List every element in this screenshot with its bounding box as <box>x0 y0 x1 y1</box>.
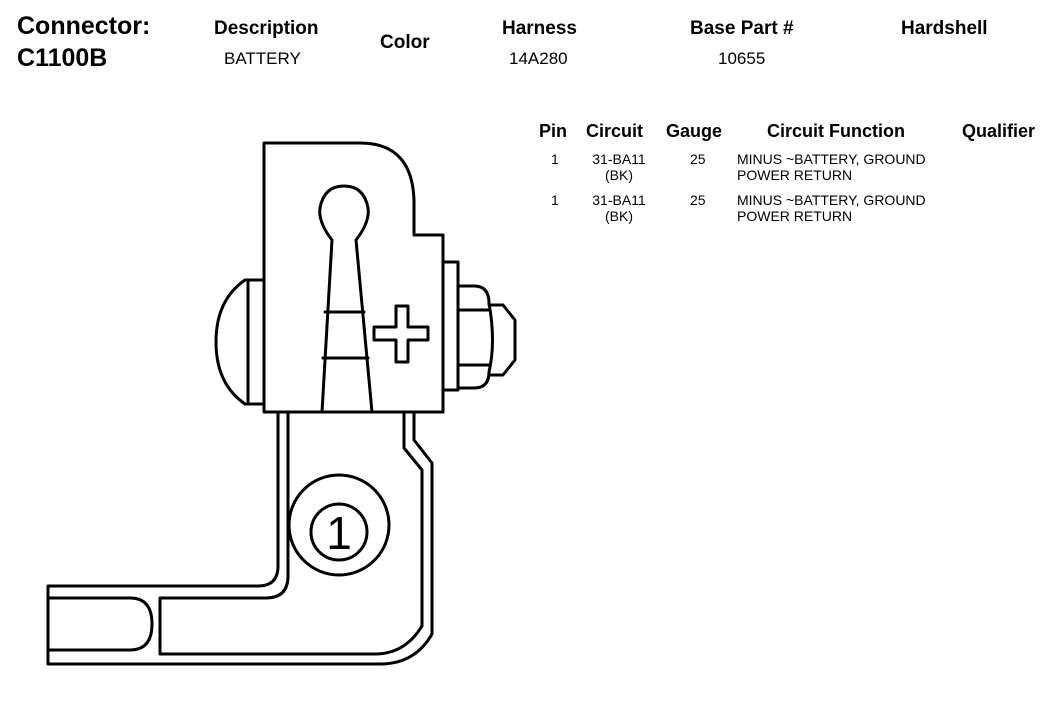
color-header: Color <box>380 32 430 53</box>
gauge-cell: 25 <box>690 151 706 167</box>
hardshell-header: Hardshell <box>901 18 988 39</box>
harness-header: Harness <box>502 18 577 39</box>
connector-label: Connector: <box>17 12 151 40</box>
circuit-line: 31-BA11 <box>592 192 646 208</box>
circuit-cell: 31-BA11 (BK) <box>584 151 654 183</box>
circuit-color-line: (BK) <box>605 208 633 224</box>
pin-cell: 1 <box>551 192 559 208</box>
circuit-color-line: (BK) <box>605 167 633 183</box>
function-line: MINUS ~BATTERY, GROUND <box>737 192 926 208</box>
gauge-cell: 25 <box>690 192 706 208</box>
pin-number-label: 1 <box>326 507 352 559</box>
function-line: MINUS ~BATTERY, GROUND <box>737 151 926 167</box>
clamp-head <box>214 141 445 414</box>
connector-id: C1100B <box>17 44 108 72</box>
description-value: BATTERY <box>224 49 301 68</box>
function-column-header: Circuit Function <box>767 121 905 141</box>
function-line: POWER RETURN <box>737 208 853 224</box>
plus-icon <box>372 304 430 364</box>
nut-bolt <box>441 260 517 392</box>
pin-cell: 1 <box>551 151 559 167</box>
harness-value: 14A280 <box>509 49 568 68</box>
gauge-column-header: Gauge <box>666 121 723 141</box>
function-cell: MINUS ~BATTERY, GROUND POWER RETURN <box>737 192 926 224</box>
circuit-line: 31-BA11 <box>592 151 646 167</box>
circuit-column-header: Circuit <box>586 121 644 141</box>
circuit-cell: 31-BA11 (BK) <box>584 192 654 224</box>
function-line: POWER RETURN <box>737 167 853 183</box>
qualifier-column-header: Qualifier <box>962 121 1036 141</box>
pin-marker <box>287 473 391 577</box>
base-part-value: 10655 <box>718 49 766 68</box>
pin-column-header: Pin <box>539 121 568 141</box>
function-cell: MINUS ~BATTERY, GROUND POWER RETURN <box>737 151 926 183</box>
terminal-lug <box>46 410 434 666</box>
description-header: Description <box>214 18 319 39</box>
base-part-header: Base Part # <box>690 18 794 39</box>
